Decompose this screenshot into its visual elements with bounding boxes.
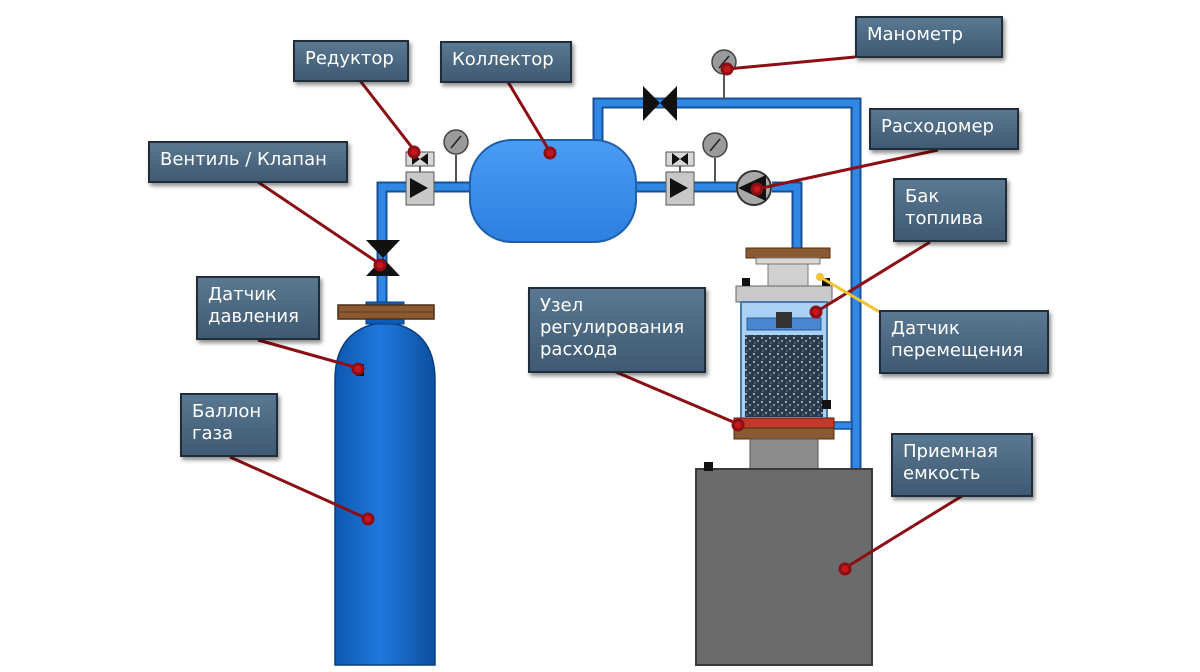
label-manometer: Манометр xyxy=(855,16,1003,58)
displacement-leader xyxy=(816,273,891,320)
label-flow-regulator: Узел регулирования расхода xyxy=(528,287,706,373)
reducer-right xyxy=(665,151,695,206)
top-valve-icon xyxy=(643,86,677,121)
label-fuel-tank: Бак топлива xyxy=(893,178,1007,242)
gauge-right-icon xyxy=(702,132,728,182)
reducer-left xyxy=(405,151,435,206)
label-flowmeter: Расходомер xyxy=(869,108,1019,150)
label-reducer: Редуктор xyxy=(293,40,409,82)
flow-regulator-flange xyxy=(733,417,835,429)
label-collector: Коллектор xyxy=(440,41,572,83)
label-valve: Вентиль / Клапан xyxy=(148,141,348,183)
fuel-tank-assembly xyxy=(733,247,835,470)
collector-tank xyxy=(469,139,637,243)
granular-fuel xyxy=(745,335,823,417)
gas-cylinder xyxy=(334,301,436,666)
label-gas-cylinder: Баллон газа xyxy=(180,393,278,457)
gauge-left-icon xyxy=(443,129,469,182)
label-pressure-sensor: Датчик давления xyxy=(196,276,320,340)
leader-lines xyxy=(229,55,963,576)
fuel-tank-top-flange xyxy=(745,247,831,259)
manometer-icon xyxy=(711,49,737,100)
piston-rod-block xyxy=(767,263,809,287)
label-displacement-sensor: Датчик перемещения xyxy=(879,310,1049,374)
label-receiver: Приемная емкость xyxy=(891,433,1033,497)
displacement-sensor-block xyxy=(742,278,750,286)
